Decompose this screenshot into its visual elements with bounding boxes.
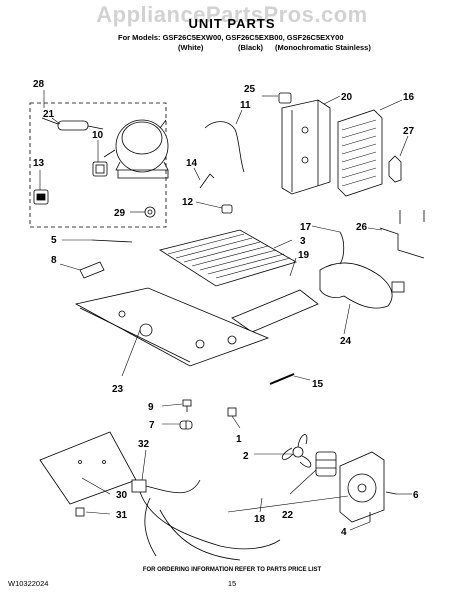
thermistor-wire bbox=[339, 231, 345, 265]
callout-10: 10 bbox=[92, 130, 104, 141]
variant-white: (White) bbox=[178, 43, 204, 52]
callout-19: 19 bbox=[298, 250, 310, 261]
callout-27: 27 bbox=[403, 126, 415, 137]
callout-17: 17 bbox=[300, 222, 312, 233]
mounting-bolt bbox=[269, 373, 295, 385]
bracket bbox=[278, 92, 292, 104]
callout-2: 2 bbox=[243, 451, 249, 462]
callout-20: 20 bbox=[341, 92, 353, 103]
callout-18: 18 bbox=[254, 514, 266, 525]
page-title: UNIT PARTS bbox=[188, 16, 276, 31]
footer-note: FOR ORDERING INFORMATION REFER TO PARTS … bbox=[142, 567, 322, 573]
callout-25: 25 bbox=[244, 84, 256, 95]
fan-motor bbox=[315, 451, 337, 477]
drain-pan bbox=[231, 289, 319, 333]
defrost-heater bbox=[159, 229, 298, 287]
callout-12: 12 bbox=[182, 197, 194, 208]
spacer bbox=[227, 407, 237, 417]
harness-clip bbox=[75, 507, 85, 517]
tube bbox=[91, 239, 133, 243]
callout-7: 7 bbox=[149, 420, 155, 431]
callout-3: 3 bbox=[300, 236, 306, 247]
compressor bbox=[103, 119, 169, 179]
callout-24: 24 bbox=[340, 336, 352, 347]
fan-blade bbox=[281, 434, 312, 468]
screw bbox=[182, 399, 192, 412]
watermark: AppliancePartsPros.com bbox=[96, 2, 368, 27]
callout-22: 22 bbox=[282, 510, 294, 521]
callout-14: 14 bbox=[186, 158, 198, 169]
condenser-coil bbox=[337, 109, 383, 197]
variant-stainless: (Monochromatic Stainless) bbox=[275, 43, 371, 52]
callout-5: 5 bbox=[51, 235, 57, 246]
variant-black: (Black) bbox=[238, 43, 264, 52]
callout-16: 16 bbox=[403, 92, 415, 103]
clip bbox=[221, 204, 233, 214]
base-plate bbox=[74, 287, 270, 367]
capacitor bbox=[41, 117, 104, 131]
callout-31: 31 bbox=[116, 510, 128, 521]
models-line: For Models: GSF26C5EXW00, GSF26C5EXB00, … bbox=[118, 33, 344, 42]
callout-6: 6 bbox=[413, 490, 419, 501]
callout-32: 32 bbox=[138, 439, 150, 450]
callout-28: 28 bbox=[33, 79, 45, 90]
shroud-screw bbox=[385, 491, 397, 495]
callout-8: 8 bbox=[51, 255, 57, 266]
compressor-group-box bbox=[29, 102, 167, 228]
hinge-bracket bbox=[388, 155, 402, 183]
overload-cover bbox=[33, 189, 49, 205]
fan-shroud bbox=[339, 451, 385, 523]
suction-tube bbox=[199, 173, 215, 189]
compressor-grommet bbox=[179, 420, 193, 430]
harness-connector bbox=[391, 281, 405, 293]
grommet bbox=[144, 206, 156, 218]
wire-harness bbox=[319, 262, 393, 309]
condenser-shroud bbox=[281, 99, 331, 195]
drier-tube bbox=[204, 121, 245, 173]
main-wire-harness bbox=[131, 479, 281, 561]
callout-26: 26 bbox=[356, 222, 368, 233]
callout-15: 15 bbox=[312, 379, 324, 390]
page-number: 15 bbox=[227, 579, 237, 588]
callout-13: 13 bbox=[33, 158, 45, 169]
callout-4: 4 bbox=[341, 527, 347, 538]
callout-23: 23 bbox=[112, 384, 124, 395]
callout-30: 30 bbox=[116, 490, 128, 501]
leader-lines bbox=[39, 90, 412, 531]
callout-29: 29 bbox=[114, 208, 126, 219]
callout-11: 11 bbox=[240, 100, 251, 111]
insulation bbox=[79, 261, 105, 279]
water-tube bbox=[379, 210, 425, 259]
callout-1: 1 bbox=[236, 434, 242, 445]
callout-9: 9 bbox=[148, 402, 154, 413]
relay bbox=[92, 161, 108, 177]
callout-21: 21 bbox=[43, 109, 55, 120]
doc-number: W10322024 bbox=[8, 579, 49, 588]
